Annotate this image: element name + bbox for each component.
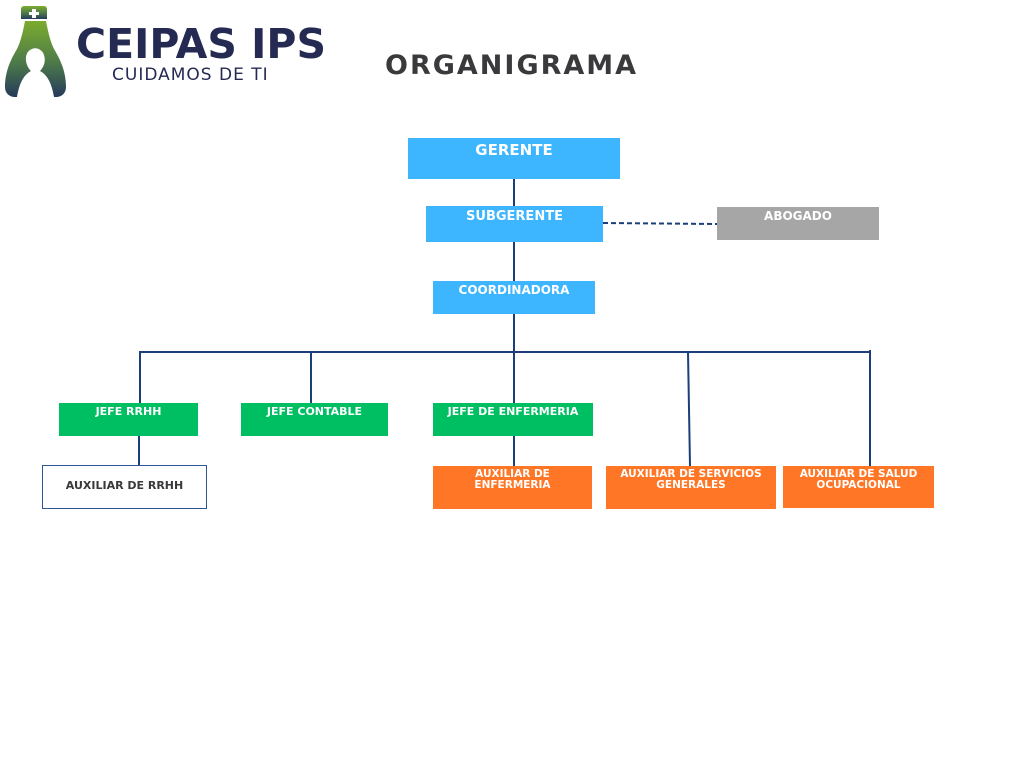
node-aux-enfermeria: AUXILIAR DE ENFERMERIA: [433, 466, 592, 509]
node-label: COORDINADORA: [458, 283, 570, 297]
node-label: AUXILIAR DE RRHH: [65, 479, 184, 492]
node-label: JEFE DE ENFERMERIA: [447, 405, 579, 418]
page-title: ORGANIGRAMA: [385, 50, 639, 81]
node-label-line-2: OCUPACIONAL: [816, 479, 901, 492]
node-jefe-rrhh: JEFE RRHH: [59, 403, 198, 436]
nurse-logo-icon: [5, 6, 66, 97]
node-label-line-1: AUXILIAR DE SALUD: [799, 468, 918, 480]
node-jefe-contable: JEFE CONTABLE: [241, 403, 388, 436]
node-label: JEFE RRHH: [95, 405, 162, 418]
node-coordinadora: COORDINADORA: [433, 281, 595, 314]
node-aux-servicios-generales: AUXILIAR DE SERVICIOS GENERALES: [606, 466, 776, 509]
node-abogado: ABOGADO: [717, 207, 879, 240]
connector-bus-aux-servicios: [687, 351, 691, 467]
node-label-line-2: GENERALES: [656, 479, 726, 492]
logo-title: CEIPAS IPS: [76, 20, 327, 68]
node-subgerente: SUBGERENTE: [426, 206, 603, 242]
node-gerente: GERENTE: [408, 138, 620, 179]
logo-subtitle: CUIDAMOS DE TI: [112, 65, 269, 85]
node-label-line-1: AUXILIAR DE: [475, 468, 550, 480]
node-label: ABOGADO: [764, 209, 832, 223]
node-aux-rrhh: AUXILIAR DE RRHH: [42, 465, 207, 509]
connector-subgerente-abogado-dashed: [602, 222, 718, 225]
node-jefe-enfermeria: JEFE DE ENFERMERIA: [433, 403, 593, 436]
node-label: JEFE CONTABLE: [266, 405, 363, 418]
node-label: SUBGERENTE: [466, 209, 563, 224]
node-label-line-2: ENFERMERIA: [474, 479, 551, 492]
node-label: GERENTE: [475, 141, 553, 159]
node-label-line-1: AUXILIAR DE SERVICIOS: [620, 468, 762, 480]
node-aux-salud-ocupacional: AUXILIAR DE SALUD OCUPACIONAL: [783, 466, 934, 508]
